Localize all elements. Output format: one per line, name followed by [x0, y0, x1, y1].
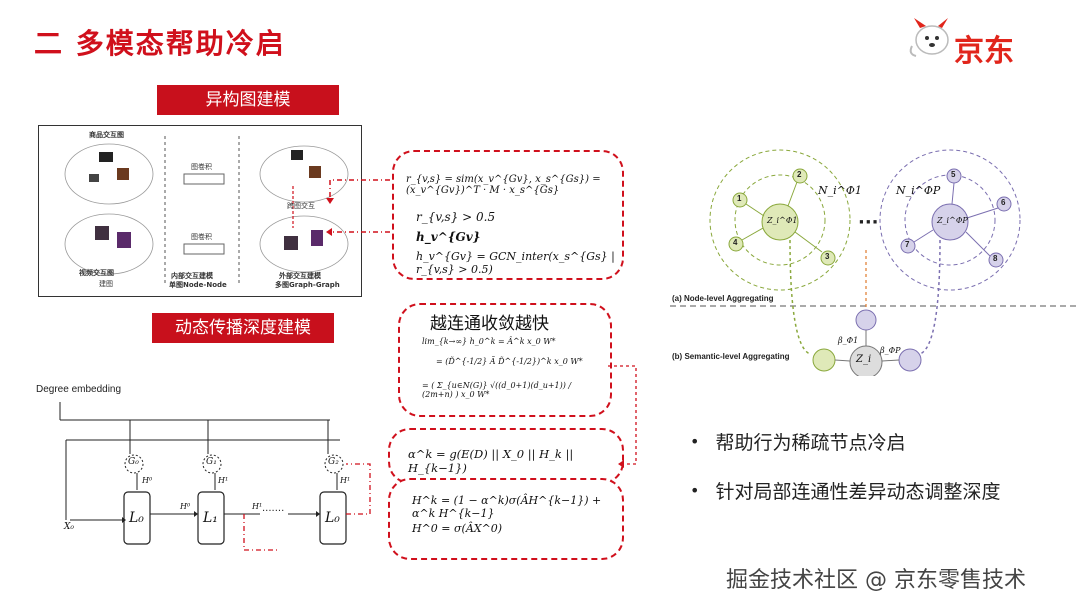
node5-label: 5 — [951, 170, 956, 179]
inner-subtitle: 单图Node-Node — [169, 281, 227, 289]
h0-formula: H^0 = σ(ÂX^0) — [412, 522, 503, 535]
degree-formula: = ( Σ_{u∈N(G)} √((d_0+1)(d_u+1)) / (2m+n… — [422, 381, 572, 399]
degree-embedding-label: Degree embedding — [36, 384, 122, 395]
node1-label: 1 — [737, 194, 742, 203]
hidden-state-symbol: h_v^{Gv} — [416, 230, 481, 244]
bullet-text-1: 帮助行为稀疏节点冷启 — [715, 432, 906, 454]
zi-left-label: Z_i^Φ1 — [767, 216, 798, 225]
node3-label: 3 — [825, 252, 830, 261]
input-x0: X₀ — [64, 522, 75, 532]
ellipsis: ··· — [858, 212, 879, 233]
bullet-dot-icon: • — [690, 481, 700, 500]
bullet-list: • 帮助行为稀疏节点冷启 • 针对局部连通性差异动态调整深度 — [690, 428, 1060, 504]
outer-subtitle: 多图Graph-Graph — [275, 281, 340, 289]
neighbor-set-1: N_i^Φ1 — [818, 184, 862, 197]
bullet-dot-icon: • — [690, 432, 700, 451]
connector-arrows — [326, 179, 390, 236]
han-figure: 1 2 3 4 5 6 7 8 Z_i^Φ1 Z_i^ΦP N_i^Φ1 N_i… — [670, 140, 1080, 376]
layer-l0: L₀ — [129, 510, 144, 526]
limit-formula: lim_{k→∞} h_0^k = Â^k x_0 W* — [422, 337, 556, 346]
convergence-heading: 越连通收敛越快 — [430, 314, 549, 334]
inner-title: 内部交互建模 — [171, 272, 213, 280]
dynamic-depth-banner: 动态传播深度建模 — [152, 313, 334, 343]
bullet-item: • 针对局部连通性差异动态调整深度 — [690, 477, 1060, 504]
layer-l1: L₁ — [203, 510, 218, 526]
cross-graph-label: 跨图交互 — [287, 202, 315, 210]
h1-label-a: H¹ — [218, 476, 229, 485]
node6-label: 6 — [1001, 198, 1006, 207]
normalized-formula: = (D̃^{-1/2} Ã D̃^{-1/2})^k x_0 W* — [436, 357, 583, 366]
product-graph-label: 商品交互图 — [89, 131, 124, 139]
threshold-formula: r_{v,s} > 0.5 — [416, 210, 496, 224]
neighbor-set-p: N_i^ΦP — [896, 184, 941, 197]
alpha-formula: α^k = g(E(D) || X_0 || H_k || H_{k−1}) — [408, 447, 574, 475]
conv-label-1: 图卷积 — [191, 163, 212, 171]
gate-g0: G₀ — [128, 457, 139, 467]
hk-formula: H^k = (1 − α^k)σ(ÂH^{k−1}) + α^k H^{k−1} — [412, 494, 602, 520]
base-graph-label: 建图 — [99, 280, 113, 288]
page-title: 二 多模态帮助冷启 — [34, 27, 286, 60]
beta1-label: β_Φ1 — [838, 336, 859, 345]
h0-label-b: H⁰ — [180, 502, 191, 511]
node2-label: 2 — [797, 170, 802, 179]
gate-diagram: Degree embedding G₀ G₁ G₂ L₀ L₁ L₀ X₀ H⁰… — [30, 380, 390, 560]
node4-label: 4 — [733, 238, 738, 247]
watermark: 掘金技术社区 @ 京东零售技术 — [726, 568, 1026, 593]
jd-logo-text: 京东 — [954, 34, 1014, 69]
propagation-formula-box: H^k = (1 − α^k)σ(ÂH^{k−1}) + α^k H^{k−1}… — [388, 478, 624, 560]
hetero-graph-banner: 异构图建模 — [157, 85, 339, 115]
gate-g2: G₂ — [328, 457, 339, 467]
similarity-formula: r_{v,s} = sim(x_v^{Gv}, x_s^{Gs}) = (x_v… — [406, 174, 601, 196]
betaP-label: β_ΦP — [880, 346, 901, 355]
gate-g1: G₁ — [206, 457, 217, 467]
bullet-item: • 帮助行为稀疏节点冷启 — [690, 428, 1060, 455]
gcn-inter-formula: h_v^{Gv} = GCN_inter(x_s^{Gs} | r_{v,s} … — [416, 250, 615, 276]
hetero-graph-figure: 商品交互图 视频交互图 建图 图卷积 图卷积 跨图交互 内部交互建模 单图Nod… — [38, 125, 362, 297]
similarity-formula-box: r_{v,s} = sim(x_v^{Gv}, x_s^{Gs}) = (x_v… — [392, 150, 624, 280]
layer-l2: L₀ — [325, 510, 340, 526]
node-level-label: (a) Node-level Aggregating — [672, 294, 774, 303]
jd-mascot-icon — [906, 16, 954, 60]
zi-right-label: Z_i^ΦP — [937, 216, 968, 225]
conv-label-2: 图卷积 — [191, 233, 212, 241]
box-connector — [608, 365, 637, 468]
semantic-level-label: (b) Semantic-level Aggregating — [672, 352, 790, 361]
convergence-formula-box: 越连通收敛越快 lim_{k→∞} h_0^k = Â^k x_0 W* = (… — [398, 303, 612, 417]
zi-center-label: Z_i — [856, 354, 872, 365]
node8-label: 8 — [993, 254, 998, 263]
bullet-text-2: 针对局部连通性差异动态调整深度 — [715, 481, 1001, 503]
gate-formula-box: α^k = g(E(D) || X_0 || H_k || H_{k−1}) — [388, 428, 624, 484]
node7-label: 7 — [905, 240, 910, 249]
h1-label-b: H¹ — [252, 502, 263, 511]
video-graph-label: 视频交互图 — [79, 269, 114, 277]
h1-label-c: H¹ — [340, 476, 351, 485]
h0-label-a: H⁰ — [142, 476, 153, 485]
layer-dots: ······· — [262, 506, 285, 517]
outer-title: 外部交互建模 — [279, 272, 321, 280]
